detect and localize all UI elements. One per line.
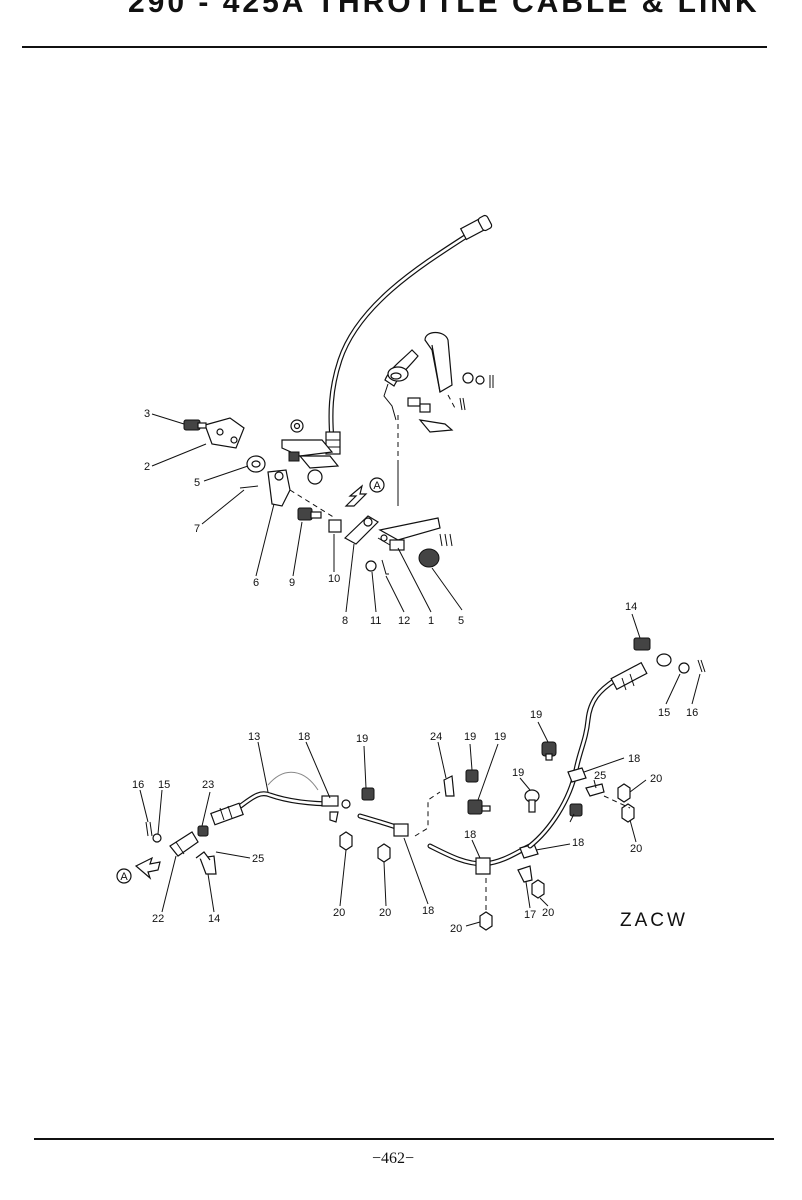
callout: 16 <box>686 707 698 719</box>
cable-left <box>210 771 351 826</box>
callouts-lower: 14 15 16 13 18 19 24 19 19 19 18 25 20 1… <box>132 601 698 935</box>
leader-lines-upper <box>151 413 463 613</box>
view-marker-upper: A <box>344 477 385 507</box>
callout: 2 <box>144 461 150 473</box>
callout: 19 <box>464 731 476 743</box>
callout: 11 <box>370 615 381 627</box>
view-marker-lower: A <box>116 856 161 884</box>
fasteners <box>339 741 635 931</box>
leader-lines-lower <box>139 613 701 927</box>
callout: 9 <box>289 577 295 589</box>
callout: 14 <box>208 913 220 925</box>
footer-rule <box>34 1138 774 1140</box>
callout: 23 <box>202 779 214 791</box>
cable-end-fitting <box>145 821 217 875</box>
lower-assembly: A <box>116 601 706 935</box>
callout: 12 <box>398 615 410 627</box>
callout: 20 <box>379 907 391 919</box>
callout: 10 <box>328 573 340 585</box>
callout: 18 <box>422 905 434 917</box>
callout: 24 <box>430 731 442 743</box>
callout: 25 <box>594 770 606 782</box>
callout: 19 <box>512 767 524 779</box>
callout: 1 <box>428 615 434 627</box>
throttle-cable-upper <box>325 214 493 455</box>
upper-assembly: A 3 2 5 7 <box>144 214 494 627</box>
callout: 20 <box>650 773 662 785</box>
callouts-upper: 3 2 5 7 6 9 10 8 11 12 1 5 <box>144 408 464 627</box>
callout: 6 <box>253 577 259 589</box>
mounting-plate <box>183 417 245 449</box>
callout: 15 <box>158 779 170 791</box>
callout: 15 <box>658 707 670 719</box>
cable-bracket <box>281 419 340 485</box>
diagram-code: ZACW <box>620 910 688 931</box>
throttle-link-assembly <box>378 331 494 541</box>
header-rule <box>22 46 767 48</box>
callout: 8 <box>342 615 348 627</box>
callout: 5 <box>194 477 200 489</box>
callout: 20 <box>542 907 554 919</box>
callout: 17 <box>524 909 536 921</box>
callout: 20 <box>333 907 345 919</box>
callout: 19 <box>530 709 542 721</box>
callout: 5 <box>458 615 464 627</box>
callout: 3 <box>144 408 150 420</box>
view-marker-label: A <box>373 480 381 492</box>
lever-assembly <box>239 455 453 575</box>
callout: 18 <box>572 837 584 849</box>
cable-middle <box>357 791 539 875</box>
view-marker-label: A <box>120 871 128 883</box>
callout: 25 <box>252 853 264 865</box>
callout: 20 <box>630 843 642 855</box>
callout: 19 <box>356 733 368 745</box>
callout: 13 <box>248 731 260 743</box>
callout: 18 <box>298 731 310 743</box>
callout: 18 <box>464 829 476 841</box>
callout: 16 <box>132 779 144 791</box>
cable-right <box>527 637 706 849</box>
page-title: 290 - 425A THROTTLE CABLE & LINK <box>128 0 760 19</box>
callout: 19 <box>494 731 506 743</box>
callout: 18 <box>628 753 640 765</box>
page-number: −462− <box>372 1150 415 1167</box>
callout: 14 <box>625 601 637 613</box>
callout: 7 <box>194 523 200 535</box>
callout: 22 <box>152 913 164 925</box>
callout: 20 <box>450 923 462 935</box>
